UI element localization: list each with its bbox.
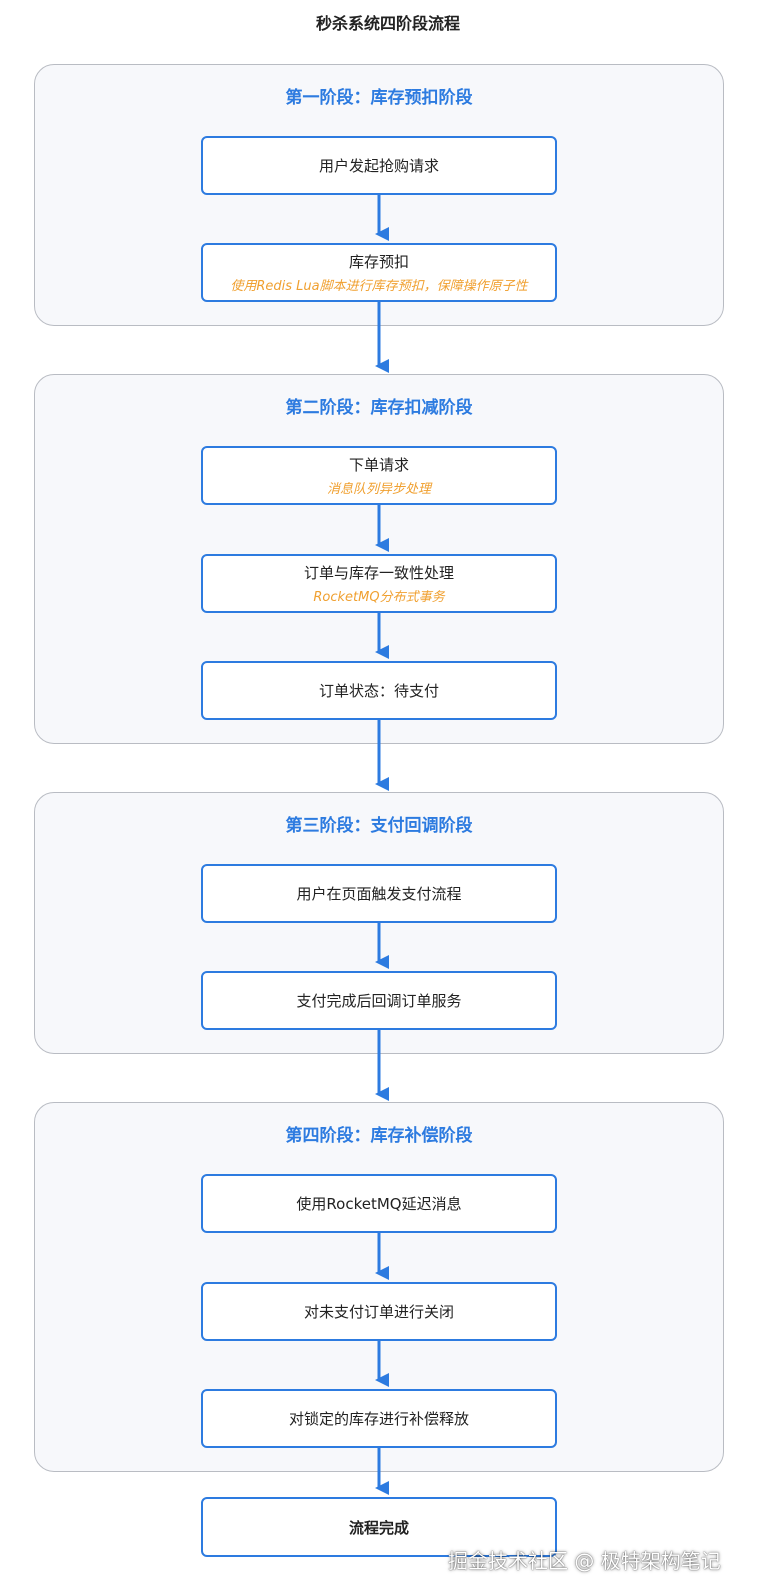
step-box: 用户发起抢购请求 [201,136,557,195]
step-label: 支付完成后回调订单服务 [296,992,462,1010]
step-box: 订单与库存一致性处理 RocketMQ分布式事务 [201,554,557,613]
step-note: 使用Redis Lua脚本进行库存预扣，保障操作原子性 [230,279,528,294]
step-label: 对锁定的库存进行补偿释放 [288,1410,469,1428]
step-label: 下单请求 [348,456,409,474]
step-label: 订单与库存一致性处理 [303,564,454,582]
stage-title: 第二阶段：库存扣减阶段 [285,398,473,418]
stage-title: 第一阶段：库存预扣阶段 [285,88,473,108]
step-note: 消息队列异步处理 [326,482,431,497]
step-label: 库存预扣 [348,253,409,271]
step-box: 支付完成后回调订单服务 [201,971,557,1030]
stage-title: 第三阶段：支付回调阶段 [285,816,473,836]
step-box: 订单状态：待支付 [201,661,557,720]
step-box: 使用RocketMQ延迟消息 [201,1174,557,1233]
step-label: 用户在页面触发支付流程 [296,885,462,903]
step-box: 对锁定的库存进行补偿释放 [201,1389,557,1448]
step-box: 下单请求 消息队列异步处理 [201,446,557,505]
step-box: 库存预扣 使用Redis Lua脚本进行库存预扣，保障操作原子性 [201,243,557,302]
step-box: 对未支付订单进行关闭 [201,1282,557,1341]
watermark: 掘金技术社区 @ 极特架构笔记 [448,1549,721,1573]
final-box: 流程完成 [201,1497,557,1557]
step-label: 订单状态：待支付 [318,682,439,700]
step-label: 用户发起抢购请求 [318,157,439,175]
step-label: 对未支付订单进行关闭 [303,1303,454,1321]
step-label: 使用RocketMQ延迟消息 [296,1195,462,1213]
step-box: 用户在页面触发支付流程 [201,864,557,923]
final-label: 流程完成 [348,1518,409,1537]
stage-title: 第四阶段：库存补偿阶段 [285,1126,473,1146]
page-title: 秒杀系统四阶段流程 [315,14,460,33]
step-note: RocketMQ分布式事务 [313,590,445,605]
